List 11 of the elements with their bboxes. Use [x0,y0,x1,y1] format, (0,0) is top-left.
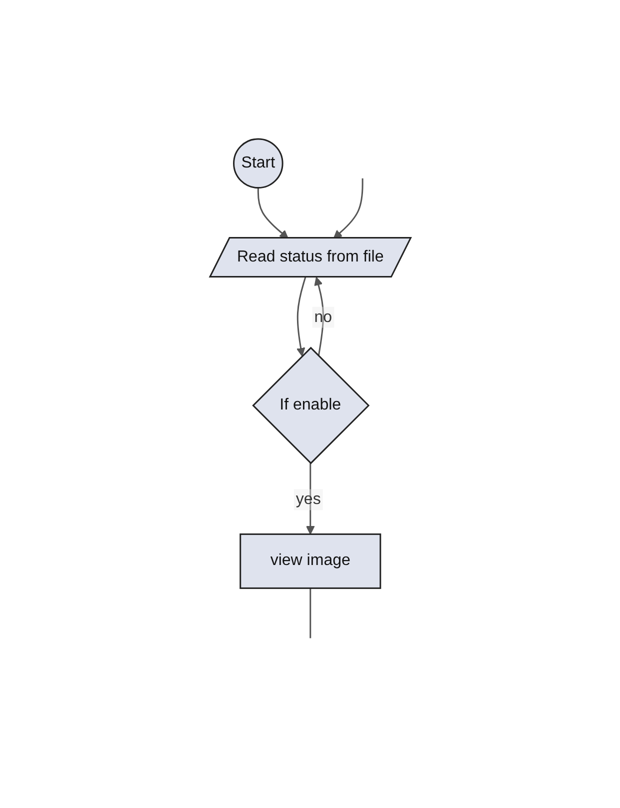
arrow [314,277,324,357]
connector [309,588,311,639]
arrow [257,188,288,240]
edge-label: yes [296,492,320,509]
arrow [332,178,363,240]
node-diamond: If enable [252,347,370,465]
arrow [296,278,306,357]
edge-label: no [314,309,332,326]
arrow [306,464,314,535]
node-box: view image [239,534,381,590]
node-circle: Start [232,138,283,189]
